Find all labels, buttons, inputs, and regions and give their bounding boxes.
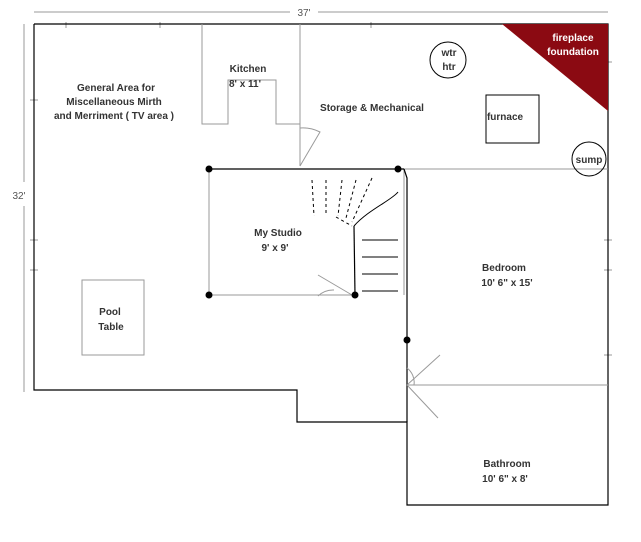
stair-dashed-treads: [311, 177, 373, 227]
furnace: [485, 94, 540, 144]
post: [205, 165, 213, 173]
width-dimension-label: 37': [297, 8, 310, 19]
furnace-label: furnace: [487, 112, 524, 123]
post: [394, 165, 402, 173]
tick-marks: [30, 22, 612, 356]
bathroom-label: Bathroom: [483, 459, 530, 470]
bathroom-size: 10' 6" x 8': [482, 474, 528, 485]
pool-table-label-line2: Table: [98, 322, 124, 333]
water-heater: [429, 41, 467, 79]
sump-label: sump: [576, 155, 603, 166]
storage-door: [299, 127, 321, 167]
post: [351, 291, 359, 299]
kitchen-size: 8' x 11': [229, 79, 261, 90]
wall-posts: [205, 165, 411, 344]
interior-lines: [201, 24, 608, 386]
bedroom-label: Bedroom: [482, 263, 526, 274]
kitchen-label: Kitchen: [230, 64, 267, 75]
height-dimension: 32': [12, 24, 26, 392]
post: [205, 291, 213, 299]
stair-curve: [353, 191, 399, 227]
fireplace-label-line2: foundation: [547, 47, 599, 58]
bedroom-size: 10' 6" x 15': [481, 278, 532, 289]
storage-label: Storage & Mechanical: [320, 103, 424, 114]
bedroom-door: [406, 354, 441, 419]
pool-table: [81, 279, 145, 356]
water-heater-label-line1: wtr: [441, 48, 457, 59]
studio-size: 9' x 9': [262, 243, 289, 254]
width-dimension: 37': [34, 8, 608, 19]
fireplace-label-line1: fireplace: [552, 33, 594, 44]
studio-label: My Studio: [254, 228, 302, 239]
stair-solid-treads: [362, 239, 398, 292]
height-dimension-label: 32': [12, 191, 25, 202]
pool-table-label-line1: Pool: [99, 307, 121, 318]
general-area-label-line1: General Area for: [77, 83, 155, 94]
sump: [571, 141, 607, 177]
kitchen-outline: [201, 24, 301, 125]
water-heater-label-line2: htr: [442, 62, 455, 73]
studio-door: [317, 274, 353, 297]
general-area-label-line2: Miscellaneous Mirth: [66, 97, 162, 108]
door-swings: [299, 127, 441, 419]
post: [403, 336, 411, 344]
staircase: [311, 177, 399, 292]
fireplace-foundation: [502, 24, 608, 111]
general-area-label-line3: and Merriment ( TV area ): [54, 111, 174, 122]
